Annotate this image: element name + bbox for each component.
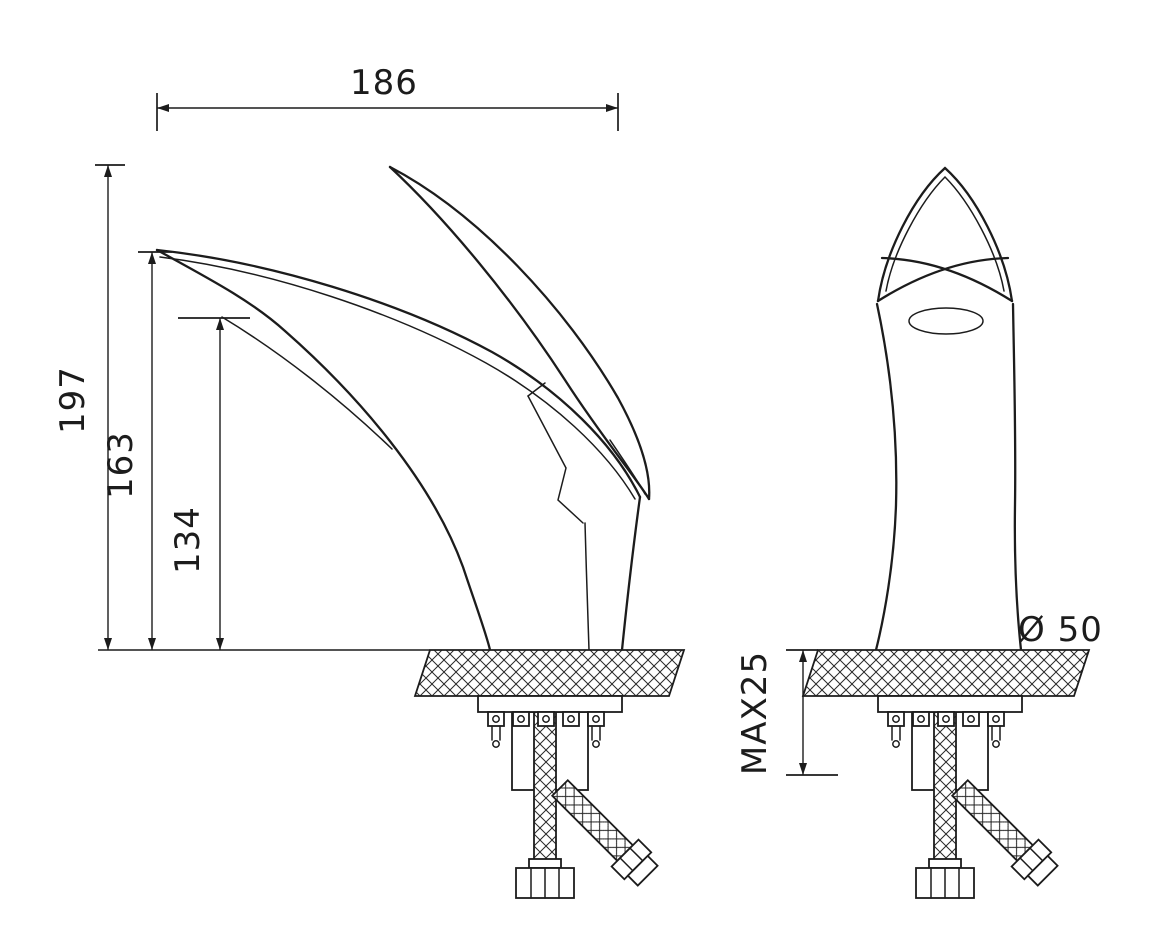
handle-leaf-inner bbox=[388, 165, 651, 501]
handle-leaf-outer bbox=[388, 165, 651, 501]
spout-opening-oval bbox=[908, 307, 984, 335]
leaf-cross-right bbox=[880, 256, 1014, 303]
body-inner-edge bbox=[584, 522, 590, 651]
faucet-side-profile bbox=[155, 165, 651, 652]
dim-label-overall-height: 197 bbox=[53, 366, 93, 434]
deck-slab-front bbox=[801, 649, 1091, 697]
dim-underside-height: 134 bbox=[168, 317, 250, 650]
dim-max-deck-thickness: MAX25 bbox=[735, 649, 838, 776]
body-front-left-edge bbox=[874, 302, 898, 652]
handle-arch-outer bbox=[876, 166, 1014, 303]
front-view: Ø 50 MAX25 bbox=[735, 166, 1103, 899]
handle-leaf-accent bbox=[609, 439, 646, 495]
side-view: 186 197 163 134 bbox=[53, 63, 686, 899]
spout-inner-line bbox=[221, 316, 393, 450]
mounting-assembly-side bbox=[477, 695, 663, 899]
dim-label-underside-height: 134 bbox=[168, 506, 208, 574]
spout-underside-body-front bbox=[155, 248, 492, 652]
dim-overall-height: 197 bbox=[53, 164, 125, 650]
handle-arch-inner bbox=[885, 175, 1005, 292]
body-facet-lines bbox=[527, 395, 584, 524]
leaf-cross-left bbox=[876, 256, 1010, 303]
dim-spout-reach: 186 bbox=[156, 63, 619, 131]
faucet-front bbox=[874, 166, 1023, 652]
body-rear-edge bbox=[620, 495, 642, 652]
dim-label-max-deck-thickness: MAX25 bbox=[735, 651, 775, 775]
dim-label-spout-reach: 186 bbox=[350, 63, 418, 103]
dim-label-base-diameter: Ø 50 bbox=[1018, 610, 1103, 650]
dim-label-outlet-height: 163 bbox=[101, 431, 141, 499]
body-facet-joint bbox=[527, 382, 546, 397]
body-front-right-edge bbox=[1011, 302, 1023, 652]
deck-slab-side bbox=[413, 649, 686, 697]
spout-blade-top-inner bbox=[159, 256, 636, 500]
spout-blade-top bbox=[155, 248, 642, 499]
mounting-assembly-front bbox=[877, 695, 1063, 899]
dim-outlet-height: 163 bbox=[101, 251, 172, 650]
